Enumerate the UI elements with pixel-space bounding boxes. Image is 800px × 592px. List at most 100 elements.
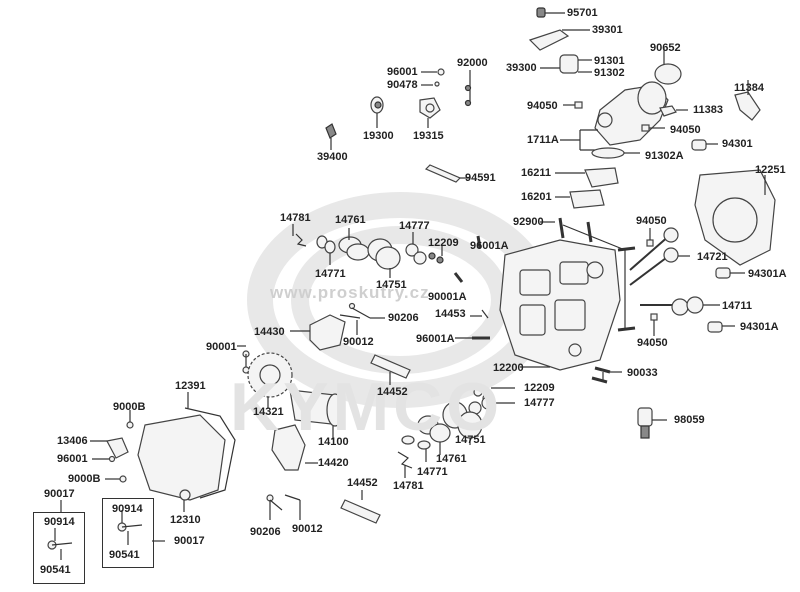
part-label-95701[interactable]: 95701 xyxy=(567,7,598,19)
bolt-icon xyxy=(421,68,472,107)
part-label-9000B-top[interactable]: 9000B xyxy=(113,401,146,413)
watermark-url: www.proskutry.cz xyxy=(270,283,430,302)
part-label-14452-top[interactable]: 14452 xyxy=(377,386,408,398)
part-label-12251[interactable]: 12251 xyxy=(755,164,786,176)
part-label-16211[interactable]: 16211 xyxy=(521,167,551,179)
part-label-14721[interactable]: 14721 xyxy=(697,251,728,263)
part-label-14751-top[interactable]: 14751 xyxy=(376,279,407,291)
rocker-arm-icon xyxy=(271,314,346,471)
part-label-90012-top[interactable]: 90012 xyxy=(343,336,374,348)
part-label-94050-d[interactable]: 94050 xyxy=(637,337,668,349)
part-label-96001[interactable]: 96001 xyxy=(387,66,418,78)
part-label-94050-a[interactable]: 94050 xyxy=(527,100,558,112)
part-label-94591[interactable]: 94591 xyxy=(465,172,496,184)
part-label-94301[interactable]: 94301 xyxy=(722,138,753,150)
part-label-90001[interactable]: 90001 xyxy=(206,341,237,353)
hose-clamp-icon xyxy=(654,48,682,85)
part-label-90541-left[interactable]: 90541 xyxy=(40,564,71,576)
kit-box-right xyxy=(102,498,154,568)
part-label-92000[interactable]: 92000 xyxy=(457,57,488,69)
part-label-11384[interactable]: 11384 xyxy=(734,82,764,94)
part-label-14777-bottom[interactable]: 14777 xyxy=(524,397,555,409)
part-label-92900[interactable]: 92900 xyxy=(513,216,544,228)
part-label-90914-right[interactable]: 90914 xyxy=(112,503,143,515)
temperature-sensor-icon xyxy=(325,123,337,150)
stud-bolt-icon xyxy=(540,217,636,332)
part-label-90541-right[interactable]: 90541 xyxy=(109,549,140,561)
part-label-96001A-bottom[interactable]: 96001A xyxy=(416,333,455,345)
throttle-sensor-icon xyxy=(536,7,565,18)
head-cover-icon xyxy=(137,392,236,512)
part-label-9000B-bottom[interactable]: 9000B xyxy=(68,473,101,485)
part-label-90914-left[interactable]: 90914 xyxy=(44,516,75,528)
injector-icon xyxy=(540,54,592,74)
part-label-14751-bottom[interactable]: 14751 xyxy=(455,434,486,446)
part-label-19300[interactable]: 19300 xyxy=(363,130,394,142)
part-label-14100[interactable]: 14100 xyxy=(318,436,349,448)
part-label-90206-top[interactable]: 90206 xyxy=(388,312,419,324)
part-label-12209-top[interactable]: 12209 xyxy=(428,237,459,249)
part-label-90478[interactable]: 90478 xyxy=(387,79,418,91)
part-label-96001A-top[interactable]: 96001A xyxy=(470,240,509,252)
injector-holder-icon xyxy=(528,29,590,51)
part-label-90017-right[interactable]: 90017 xyxy=(174,535,205,547)
part-label-94050-c[interactable]: 94050 xyxy=(636,215,667,227)
part-label-14781-bottom[interactable]: 14781 xyxy=(393,480,424,492)
part-label-91302[interactable]: 91302 xyxy=(594,67,625,79)
part-label-14761-top[interactable]: 14761 xyxy=(335,214,366,226)
part-label-12209-bottom[interactable]: 12209 xyxy=(524,382,555,394)
part-label-14777-top[interactable]: 14777 xyxy=(399,220,430,232)
clip-icon xyxy=(90,410,134,483)
part-label-16201[interactable]: 16201 xyxy=(521,191,552,203)
cam-sprocket-icon xyxy=(247,352,293,408)
part-label-14453[interactable]: 14453 xyxy=(435,308,466,320)
insulator-gasket-icon xyxy=(555,167,619,209)
part-label-91301[interactable]: 91301 xyxy=(594,55,625,67)
valve-spring-icon xyxy=(292,224,490,340)
part-label-19315[interactable]: 19315 xyxy=(413,130,444,142)
valve-icon xyxy=(629,227,745,336)
part-label-90652[interactable]: 90652 xyxy=(650,42,681,54)
part-label-39301[interactable]: 39301 xyxy=(592,24,623,36)
part-label-90033[interactable]: 90033 xyxy=(627,367,658,379)
part-label-39400[interactable]: 39400 xyxy=(317,151,348,163)
part-label-90206-bottom[interactable]: 90206 xyxy=(250,526,281,538)
part-label-98059[interactable]: 98059 xyxy=(674,414,705,426)
part-label-13406[interactable]: 13406 xyxy=(57,435,88,447)
part-label-14452-bottom[interactable]: 14452 xyxy=(347,477,378,489)
bracket-icon xyxy=(563,80,761,151)
cylinder-head-icon xyxy=(499,239,621,371)
part-label-94301A-a[interactable]: 94301A xyxy=(748,268,787,280)
part-label-14420[interactable]: 14420 xyxy=(318,457,349,469)
part-label-14781-top[interactable]: 14781 xyxy=(280,212,311,224)
part-label-11383[interactable]: 11383 xyxy=(693,104,723,116)
spark-plug-icon xyxy=(637,407,667,439)
part-label-91302A[interactable]: 91302A xyxy=(645,150,684,162)
part-label-94301A-b[interactable]: 94301A xyxy=(740,321,779,333)
part-label-14711[interactable]: 14711 xyxy=(722,300,752,312)
part-label-14771-bottom[interactable]: 14771 xyxy=(417,466,448,478)
cylinder-head-gasket-icon xyxy=(694,169,776,266)
part-label-14321[interactable]: 14321 xyxy=(253,406,284,418)
part-label-12310[interactable]: 12310 xyxy=(170,514,201,526)
part-label-96001-left[interactable]: 96001 xyxy=(57,453,88,465)
part-label-90017-left[interactable]: 90017 xyxy=(44,488,75,500)
part-label-12200[interactable]: 12200 xyxy=(493,362,524,374)
camshaft-icon xyxy=(289,389,344,440)
watermark-brand: KYMCO xyxy=(230,369,504,445)
part-label-1711A[interactable]: 1711A xyxy=(527,134,559,146)
gasket-strip-icon xyxy=(424,164,470,183)
bolt-washer-icon xyxy=(47,500,165,560)
part-label-90001A[interactable]: 90001A xyxy=(428,291,467,303)
part-label-14761-bottom[interactable]: 14761 xyxy=(436,453,467,465)
oil-seal-icon xyxy=(370,96,384,128)
part-label-94050-b[interactable]: 94050 xyxy=(670,124,701,136)
part-label-90012-bottom[interactable]: 90012 xyxy=(292,523,323,535)
part-label-39300[interactable]: 39300 xyxy=(506,62,537,74)
rocker-shaft-icon xyxy=(340,354,411,524)
part-label-14430[interactable]: 14430 xyxy=(254,326,285,338)
part-label-14771-top[interactable]: 14771 xyxy=(315,268,346,280)
part-label-12391[interactable]: 12391 xyxy=(175,380,206,392)
kit-box-left xyxy=(33,512,85,584)
